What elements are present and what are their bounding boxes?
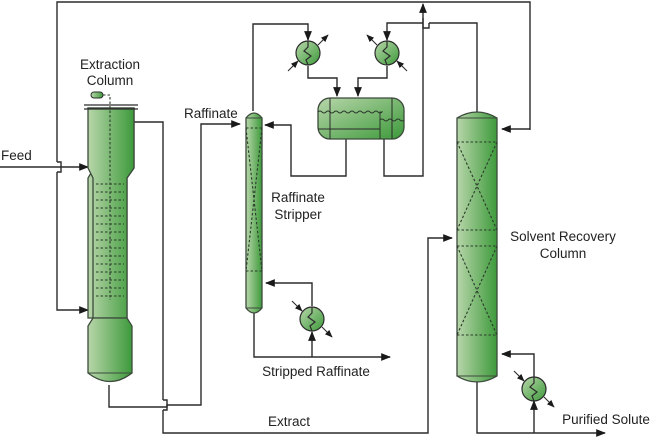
extraction-column-label-2: Column [87,73,134,88]
condenser2-outlet-pipe [354,66,388,97]
purified-solute-label: Purified Solute [562,412,650,427]
solvent-recovery-label-1: Solvent Recovery [510,229,616,244]
solvent-recovery-label-2: Column [540,246,587,261]
reboiler1-return [265,279,313,306]
extract-label: Extract [268,414,310,429]
feed-label: Feed [1,148,32,163]
decanter-reflux-pipe [264,121,347,177]
raffinate-stripper-label-2: Stripper [274,207,322,222]
extraction-column-label-1: Extraction [80,57,140,72]
raffinate-pipe [134,121,452,434]
pipe-crossover-3 [422,18,430,29]
reboiler2-return [501,350,535,377]
purified-solute-pipe [476,382,606,437]
agitator-motor-icon [90,91,104,99]
reboiler-2-icon [513,370,555,408]
stripper-overhead-pipe [252,23,312,111]
stripped-raffinate-pipe [253,313,391,361]
stripped-raffinate-label: Stripped Raffinate [262,364,370,379]
raffinate-stripper [245,112,263,314]
extraction-column [84,91,138,383]
condenser-2-icon [366,34,408,72]
solvent-overhead-pipe [387,22,478,112]
raffinate-label: Raffinate [184,106,238,121]
condenser1-outlet-pipe [307,66,341,97]
extraction-trays [96,183,124,297]
condenser-1-icon [287,34,329,72]
decanter [317,97,405,140]
solvent-recycle-pipe [56,1,531,310]
raffinate-stripper-label-1: Raffinate [271,190,325,205]
pipe-crossover-2 [163,399,168,411]
reboiler-1-icon [291,300,333,338]
decanter-solvent-pipe [383,28,424,177]
solvent-recovery-column [456,111,498,383]
